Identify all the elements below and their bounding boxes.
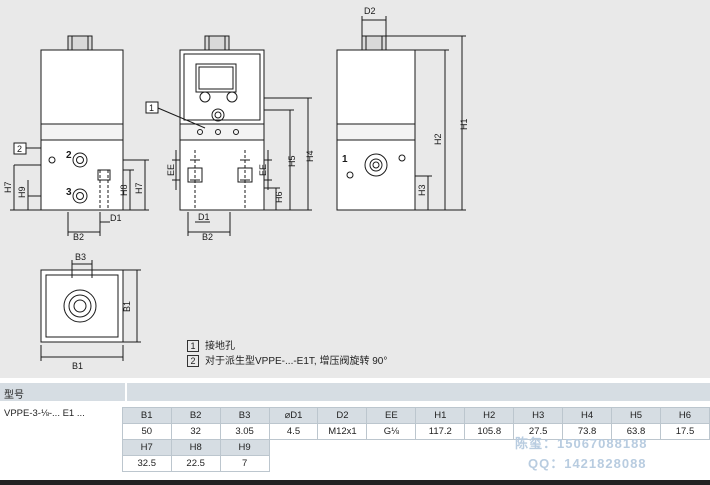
header-cell: H8 <box>170 439 221 456</box>
left-view <box>10 35 149 236</box>
value-cell: 22.5 <box>170 455 221 472</box>
value-cell: 27.5 <box>513 423 564 440</box>
dim-b1-horiz: B1 <box>72 361 83 371</box>
dim-h6: H6 <box>274 191 284 203</box>
note-1-text: 接地孔 <box>205 341 235 352</box>
header-cell: H6 <box>659 407 710 424</box>
header-cell: EE <box>366 407 417 424</box>
port-1-label: 1 <box>342 154 348 165</box>
top-view <box>40 260 141 361</box>
value-cell: G⅛ <box>366 423 417 440</box>
header-cell: B3 <box>219 407 270 424</box>
value-cell: 50 <box>121 423 172 440</box>
header-cell: H5 <box>611 407 661 424</box>
header-cell: ⌀D1 <box>268 407 319 424</box>
dim-b3: B3 <box>75 252 86 262</box>
dim-d1-left: D1 <box>110 213 122 223</box>
header-cell: H3 <box>513 407 564 424</box>
table-row: 32.5 22.5 7 <box>0 455 710 472</box>
value-cell: 32 <box>170 423 221 440</box>
model-name: VPPE-3-⅛-... E1 ... <box>4 407 85 419</box>
value-cell: 105.8 <box>464 423 515 440</box>
note-1-number: 1 <box>187 340 199 353</box>
value-cell: 17.5 <box>659 423 710 440</box>
dim-h8: H8 <box>119 184 129 196</box>
spec-table: VPPE-3-⅛-... E1 ... B1 B2 B3 ⌀D1 D2 EE H… <box>0 407 710 472</box>
value-cell: 32.5 <box>121 455 172 472</box>
dim-b1-vert: B1 <box>122 301 132 312</box>
dim-b2-mid: B2 <box>202 232 213 242</box>
dim-ee-left: EE <box>166 164 176 176</box>
callout-1: 1 <box>149 103 154 113</box>
dim-h4: H4 <box>305 150 315 162</box>
watermark-qq: QQ：1421828088 <box>528 456 647 471</box>
value-cell: 4.5 <box>268 423 319 440</box>
header-cell: H9 <box>219 439 270 456</box>
dim-b2-left: B2 <box>73 232 84 242</box>
note-2: 2 对于派生型VPPE-...-E1T, 增压阀旋转 90° <box>187 352 388 368</box>
dim-h1: H1 <box>459 118 469 130</box>
technical-drawing: D2 H1 H2 H3 H4 H5 H6 H7 H9 H8 H7 B2 D1 D… <box>0 0 710 378</box>
dim-ee-right: EE <box>258 164 268 176</box>
dim-h7-right: H7 <box>134 182 144 194</box>
table-header-bar: 型号 <box>0 383 710 401</box>
note-2-number: 2 <box>187 355 199 368</box>
watermark-phone: 陈玺：15067088188 <box>515 436 648 451</box>
table-row: 50 32 3.05 4.5 M12x1 G⅛ 117.2 105.8 27.5… <box>0 423 710 440</box>
bottom-rule <box>0 480 710 485</box>
dimension-table: 型号 VPPE-3-⅛-... E1 ... B1 B2 B3 ⌀D1 D2 E… <box>0 383 710 485</box>
side-view <box>336 16 466 211</box>
port-2-label: 2 <box>66 150 72 161</box>
value-cell: 3.05 <box>219 423 270 440</box>
value-cell: 117.2 <box>415 423 466 440</box>
dim-d2: D2 <box>364 6 376 16</box>
callout-2: 2 <box>17 144 22 154</box>
value-cell: 73.8 <box>562 423 613 440</box>
port-3-label: 3 <box>66 187 72 198</box>
dim-d1-mid: D1 <box>198 212 210 222</box>
header-cell: H1 <box>415 407 466 424</box>
front-view <box>145 35 312 236</box>
table-row: VPPE-3-⅛-... E1 ... B1 B2 B3 ⌀D1 D2 EE H… <box>0 407 710 424</box>
header-cell: H2 <box>464 407 515 424</box>
header-cell: H4 <box>562 407 613 424</box>
header-cell: H7 <box>121 439 172 456</box>
drawing-svg: D2 H1 H2 H3 H4 H5 H6 H7 H9 H8 H7 B2 D1 D… <box>3 6 469 371</box>
dim-h7-left: H7 <box>3 181 13 193</box>
value-cell: 63.8 <box>611 423 661 440</box>
value-cell: 7 <box>219 455 270 472</box>
dim-h2: H2 <box>433 133 443 145</box>
dim-h9: H9 <box>17 186 27 198</box>
model-column-header: 型号 <box>4 390 24 401</box>
header-cell: D2 <box>317 407 368 424</box>
value-cell: M12x1 <box>317 423 368 440</box>
header-cell: B1 <box>121 407 172 424</box>
dim-h3: H3 <box>417 184 427 196</box>
header-cell: B2 <box>170 407 221 424</box>
dim-h5: H5 <box>287 155 297 167</box>
note-2-text: 对于派生型VPPE-...-E1T, 增压阀旋转 90° <box>205 356 388 367</box>
note-1: 1 接地孔 <box>187 337 235 353</box>
